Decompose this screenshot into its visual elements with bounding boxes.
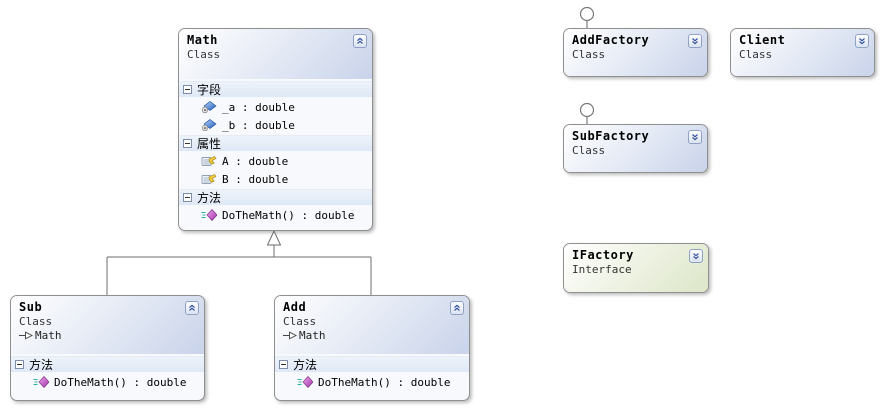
member-row[interactable]: DoTheMath() : double <box>11 374 204 390</box>
class-kind: Class <box>572 48 606 61</box>
section-header-fields[interactable]: 字段 <box>179 81 372 97</box>
property-icon <box>201 173 217 185</box>
base-type-row: Math <box>283 329 461 342</box>
class-box-sub[interactable]: Sub Class Math 方法 DoTheMath() : double <box>10 295 205 401</box>
member-text: _a : double <box>222 100 295 114</box>
private-field-icon <box>201 119 217 131</box>
base-type-name: Math <box>35 329 62 342</box>
expand-button[interactable] <box>688 34 702 48</box>
collapse-button[interactable] <box>450 301 464 315</box>
section-header-properties[interactable]: 属性 <box>179 135 372 151</box>
section-label: 属性 <box>197 136 222 151</box>
property-icon <box>201 155 217 167</box>
chevron-up-icon <box>355 36 365 46</box>
collapse-section-icon[interactable] <box>183 193 192 202</box>
base-type-name: Math <box>299 329 326 342</box>
member-text: B : double <box>222 172 289 186</box>
class-kind: Class <box>187 48 221 61</box>
method-icon <box>297 376 313 388</box>
class-kind: Class <box>739 48 773 61</box>
class-header: Add Class Math <box>275 296 469 354</box>
member-row[interactable]: DoTheMath() : double <box>179 207 372 223</box>
lollipop-subfactory[interactable] <box>579 102 595 125</box>
section-header-methods[interactable]: 方法 <box>179 189 372 205</box>
inheritance-triangle-icon <box>266 229 282 246</box>
member-row[interactable]: DoTheMath() : double <box>275 374 469 390</box>
member-text: _b : double <box>222 118 295 132</box>
class-header: AddFactory Class <box>564 29 707 76</box>
class-kind: Class <box>19 315 53 328</box>
base-type-arrow-icon <box>19 331 33 340</box>
collapse-section-icon[interactable] <box>15 360 24 369</box>
class-header: Math Class <box>179 29 372 79</box>
class-header: SubFactory Class <box>564 125 707 172</box>
member-text: A : double <box>222 154 289 168</box>
chevron-down-icon <box>690 132 700 142</box>
chevron-up-icon <box>187 303 197 313</box>
class-header: IFactory Interface <box>564 244 708 292</box>
member-row[interactable]: A : double <box>179 153 372 169</box>
member-row[interactable]: B : double <box>179 171 372 187</box>
class-kind: Interface <box>572 263 632 276</box>
class-kind: Class <box>283 315 317 328</box>
chevron-down-icon <box>691 251 701 261</box>
base-type-row: Math <box>19 329 196 342</box>
section-label: 方法 <box>197 190 222 205</box>
chevron-up-icon <box>452 303 462 313</box>
member-row[interactable]: _b : double <box>179 117 372 133</box>
lollipop-addfactory[interactable] <box>579 6 595 29</box>
section-label: 方法 <box>293 357 318 372</box>
chevron-down-icon <box>690 36 700 46</box>
class-title: Client <box>739 33 786 47</box>
section-header-methods[interactable]: 方法 <box>11 356 204 372</box>
class-title: Math <box>187 33 218 47</box>
member-row[interactable]: _a : double <box>179 99 372 115</box>
member-text: DoTheMath() : double <box>222 208 355 222</box>
collapse-section-icon[interactable] <box>183 139 192 148</box>
class-title: Sub <box>19 300 43 314</box>
member-text: DoTheMath() : double <box>318 375 451 389</box>
class-title: Add <box>283 300 307 314</box>
section-label: 方法 <box>29 357 54 372</box>
expand-button[interactable] <box>855 34 869 48</box>
private-field-icon <box>201 101 217 113</box>
inheritance-connector[interactable] <box>106 229 372 295</box>
class-header: Sub Class Math <box>11 296 204 354</box>
class-box-client[interactable]: Client Class <box>730 28 875 77</box>
method-icon <box>33 376 49 388</box>
class-kind: Class <box>572 144 606 157</box>
collapse-section-icon[interactable] <box>279 360 288 369</box>
expand-button[interactable] <box>688 130 702 144</box>
section-label: 字段 <box>197 82 222 97</box>
chevron-down-icon <box>857 36 867 46</box>
section-header-methods[interactable]: 方法 <box>275 356 469 372</box>
class-box-subfactory[interactable]: SubFactory Class <box>563 124 708 173</box>
collapse-button[interactable] <box>185 301 199 315</box>
interface-box-ifactory[interactable]: IFactory Interface <box>563 243 709 293</box>
class-title: SubFactory <box>572 129 650 143</box>
class-header: Client Class <box>731 29 874 76</box>
base-type-arrow-icon <box>283 331 297 340</box>
class-box-add[interactable]: Add Class Math 方法 DoTheMath() : double <box>274 295 470 401</box>
method-icon <box>201 209 217 221</box>
collapse-button[interactable] <box>353 34 367 48</box>
class-box-addfactory[interactable]: AddFactory Class <box>563 28 708 77</box>
collapse-section-icon[interactable] <box>183 85 192 94</box>
expand-button[interactable] <box>689 249 703 263</box>
member-text: DoTheMath() : double <box>54 375 187 389</box>
class-box-math[interactable]: Math Class 字段 _a : double _b : double 属性… <box>178 28 373 231</box>
class-title: AddFactory <box>572 33 650 47</box>
class-title: IFactory <box>572 248 634 262</box>
